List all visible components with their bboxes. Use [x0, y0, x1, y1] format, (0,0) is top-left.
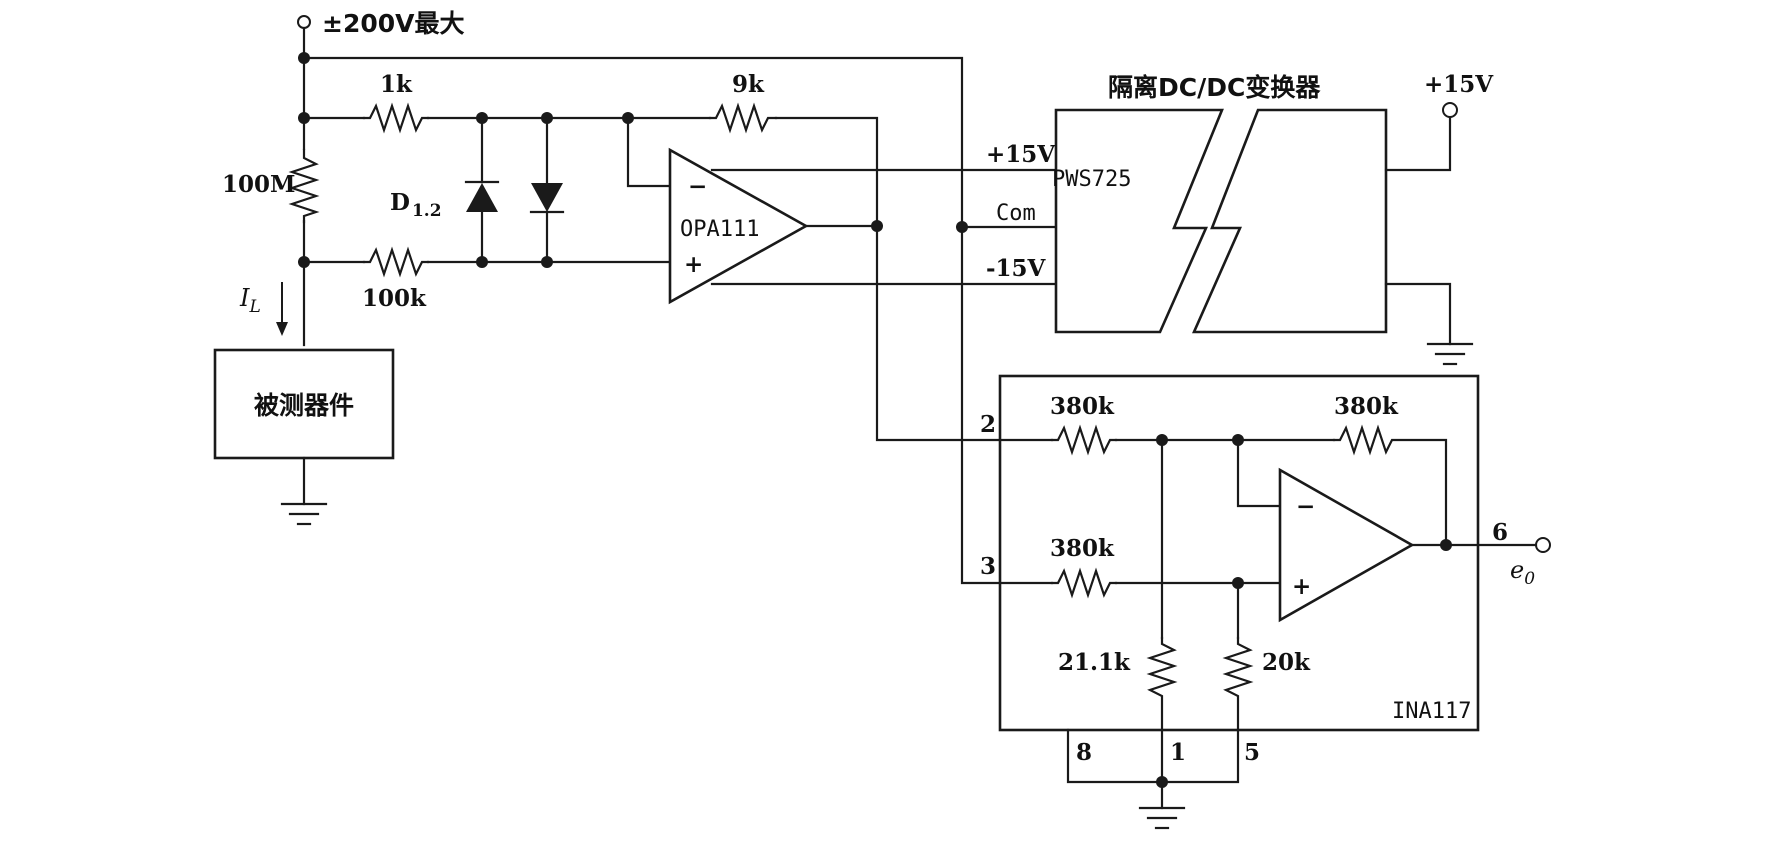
current-arrow-icon — [276, 282, 288, 336]
ina-pin-8: 8 — [1076, 739, 1092, 766]
dcdc-part-label: PWS725 — [1052, 167, 1131, 192]
resistor-100M — [288, 148, 324, 224]
resistor-1k-label: 1k — [380, 71, 413, 98]
ina-name-label: INA117 — [1392, 699, 1471, 724]
plus15-output-terminal — [1442, 102, 1458, 118]
device-under-test-label: 被测器件 — [254, 391, 354, 420]
resistor-1k — [362, 102, 430, 134]
device-under-test-box — [213, 348, 395, 460]
opamp-name-label: OPA111 — [680, 217, 759, 242]
resistor-ina-in2-label: 380k — [1050, 393, 1115, 420]
resistor-ina-r1 — [1146, 636, 1178, 784]
ground-icon — [280, 502, 328, 526]
resistor-ina-in3 — [1050, 567, 1118, 599]
ina-minus-sign: − — [1296, 493, 1315, 520]
resistor-100M-label: 100M — [222, 171, 295, 198]
dcdc-plus15-output-wire — [1384, 116, 1452, 172]
resistor-ina-in3-label: 380k — [1050, 535, 1115, 562]
resistor-ina-r1-label: 21.1k — [1058, 649, 1131, 676]
ina-pin-3: 3 — [980, 553, 996, 580]
resistor-ina-r2 — [1222, 636, 1254, 732]
resistor-ina-in2 — [1050, 424, 1118, 456]
resistor-ina-fb-label: 380k — [1334, 393, 1399, 420]
dcdc-title: 隔离DC/DC变换器 — [1108, 73, 1321, 102]
common-to-ina-pin3-wire — [960, 225, 1002, 585]
ina-plus-sign: + — [1292, 573, 1311, 600]
supply-input-label: ±200V最大 — [322, 9, 464, 38]
opa-plus-sign: + — [684, 251, 703, 278]
resistor-100k-label: 100k — [362, 285, 427, 312]
feedback-to-ina-pin2-wire — [774, 116, 1002, 442]
dcdc-converter-box — [1054, 108, 1388, 334]
current-label: IL — [239, 284, 261, 317]
dcdc-pin-com: Com — [996, 201, 1036, 226]
diode-d1 — [464, 116, 500, 264]
diode-d2 — [529, 116, 565, 264]
ina-pin-1: 1 — [1170, 739, 1186, 766]
output-label: e0 — [1510, 556, 1535, 589]
ground-icon — [1138, 806, 1186, 830]
opamp-ina-internal — [1278, 467, 1415, 623]
ina-pin-2: 2 — [980, 411, 996, 438]
dcdc-ground-wire — [1384, 282, 1452, 346]
opa-minus-sign: − — [688, 173, 707, 200]
opamp-opa111 — [668, 147, 809, 305]
ina-pin-6: 6 — [1492, 519, 1508, 546]
output-terminal — [1535, 537, 1551, 553]
ground-icon — [1426, 342, 1474, 366]
resistor-100k — [362, 246, 430, 278]
resistor-9k-label: 9k — [732, 71, 765, 98]
dcdc-pin-minus15: -15V — [986, 255, 1047, 282]
junction-dot — [1440, 539, 1452, 551]
pins-8-1-5-tie-wire — [1066, 728, 1240, 784]
wire — [626, 116, 672, 188]
resistor-ina-r2-label: 20k — [1262, 649, 1311, 676]
dcdc-pin-plus15: +15V — [986, 141, 1056, 168]
plus15-output-label: +15V — [1424, 71, 1494, 98]
resistor-9k — [708, 102, 778, 134]
supply-input-terminal — [297, 15, 311, 60]
wire — [1236, 438, 1282, 508]
ina-pin-5: 5 — [1244, 739, 1260, 766]
resistor-ina-fb — [1332, 424, 1448, 547]
